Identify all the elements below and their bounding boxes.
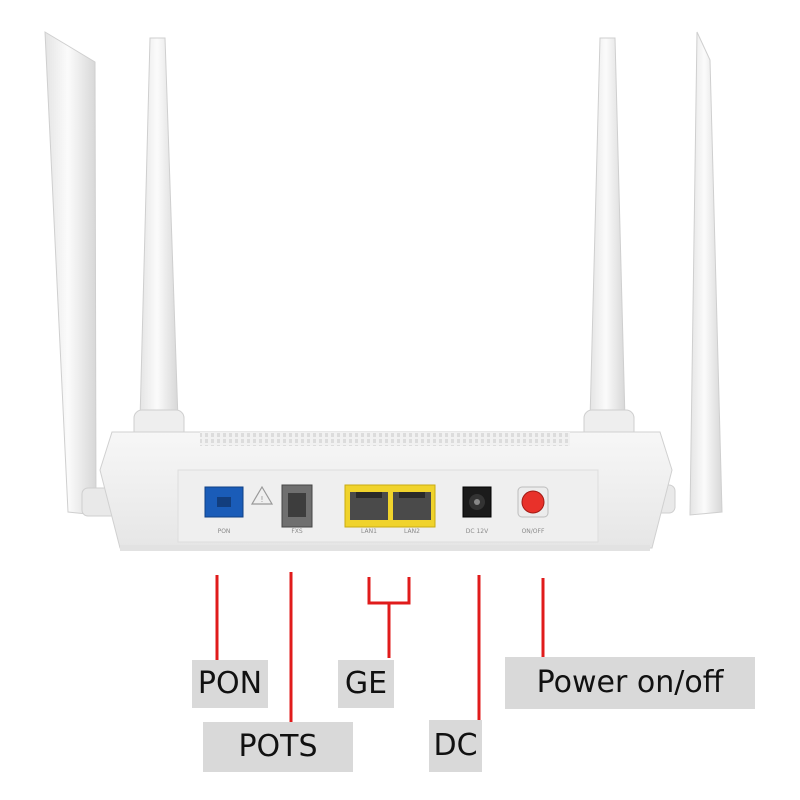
label-power: Power on/off [505,657,755,709]
label-dc: DC [429,720,482,772]
laser-warning-icon: ! [250,485,274,505]
power-button [517,486,549,518]
label-ge: GE [338,660,394,708]
port-marking-power: ON/OFF [522,528,545,535]
antenna-right-inner [583,37,635,459]
antenna-left-inner [133,37,185,459]
port-marking-dc: DC 12V [466,528,489,535]
svg-text:!: ! [260,495,263,504]
port-marking-fxs: FXS [291,528,303,535]
callout-bracket-ge [367,577,411,605]
port-marking-lan2: LAN2 [404,528,420,535]
dc-jack [462,486,492,518]
lan-ports [344,484,436,528]
callout-lines [215,572,545,722]
pots-port [281,484,313,528]
label-pots: POTS [203,722,353,772]
pon-port [204,486,244,518]
vent-grille [200,432,570,446]
antenna-left-outer [44,31,119,517]
label-pon: PON [192,660,268,708]
port-marking-lan1: LAN1 [361,528,377,535]
lan2-port [393,492,431,520]
lan1-port [350,492,388,520]
port-marking-pon: PON [218,528,231,535]
